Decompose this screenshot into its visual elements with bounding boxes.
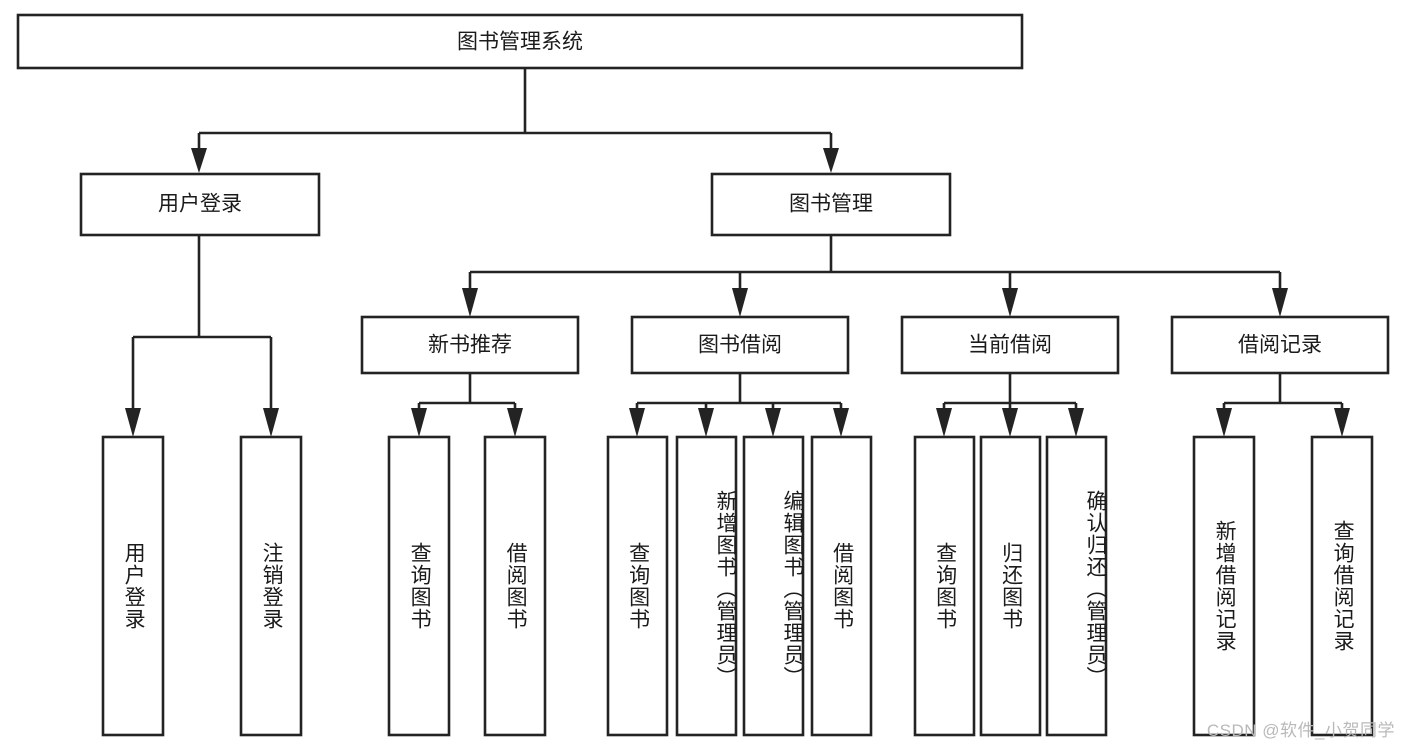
node-root[interactable]: 图书管理系统	[16, 13, 1024, 70]
leaf-box-user-login-1[interactable]	[101, 435, 165, 737]
arrow-book-borrow-leaf2-icon	[698, 408, 714, 437]
node-current-borrow-box[interactable]	[900, 315, 1120, 375]
arrow-new-book-leaf2-icon	[507, 408, 523, 437]
node-book-borrow-label: 图书借阅	[698, 334, 782, 357]
node-new-book-recommend[interactable]: 新书推荐	[360, 315, 580, 375]
node-new-book-recommend-box[interactable]	[360, 315, 580, 375]
arrow-new-book-leaf1-icon	[411, 408, 427, 437]
arrow-to-book-manage-icon	[823, 148, 839, 173]
arrow-current-borrow-leaf1-icon	[936, 408, 952, 437]
leaf-box-book-borrow-2[interactable]	[675, 435, 738, 737]
connector-user-login-to-leaves	[125, 235, 279, 437]
node-user-login-box[interactable]	[79, 172, 321, 237]
connector-current-borrow-to-leaves	[936, 373, 1084, 437]
arrow-borrow-record-leaf1-icon	[1216, 408, 1232, 437]
leaf-box-current-borrow-3[interactable]	[1045, 435, 1108, 737]
leaf-box-current-borrow-2[interactable]	[979, 435, 1042, 737]
node-book-manage-box[interactable]	[710, 172, 952, 237]
node-current-borrow-label: 当前借阅	[968, 334, 1052, 357]
arrow-book-borrow-leaf3-icon	[765, 408, 781, 437]
arrow-to-user-login-icon	[191, 148, 207, 173]
csdn-watermark: CSDN @软件_小贺同学	[1206, 721, 1395, 740]
arrow-to-new-book-icon	[462, 288, 478, 317]
node-borrow-record[interactable]: 借阅记录	[1170, 315, 1390, 375]
node-root-label: 图书管理系统	[457, 31, 583, 54]
leaf-box-current-borrow-1[interactable]	[913, 435, 976, 737]
leaf-box-borrow-record-2[interactable]	[1310, 435, 1374, 737]
node-user-login[interactable]: 用户登录	[79, 172, 321, 237]
connector-new-book-to-leaves	[411, 373, 523, 437]
leaf-box-book-borrow-4[interactable]	[810, 435, 873, 737]
arrow-book-borrow-leaf4-icon	[833, 408, 849, 437]
connector-book-manage-to-level3	[462, 235, 1288, 317]
arrow-to-current-borrow-icon	[1002, 288, 1018, 317]
node-borrow-record-label: 借阅记录	[1238, 334, 1322, 357]
node-book-borrow-box[interactable]	[630, 315, 850, 375]
node-root-box[interactable]	[16, 13, 1024, 70]
connector-borrow-record-to-leaves	[1216, 373, 1350, 437]
leaf-box-book-borrow-3[interactable]	[742, 435, 805, 737]
node-book-borrow[interactable]: 图书借阅	[630, 315, 850, 375]
arrow-borrow-record-leaf2-icon	[1334, 408, 1350, 437]
node-borrow-record-box[interactable]	[1170, 315, 1390, 375]
leaf-box-new-book-2[interactable]	[483, 435, 547, 737]
connector-root-to-level2	[191, 68, 839, 173]
arrow-user-login-leaf1-icon	[125, 408, 141, 437]
arrow-to-borrow-record-icon	[1272, 288, 1288, 317]
arrow-to-book-borrow-icon	[732, 288, 748, 317]
arrow-current-borrow-leaf3-icon	[1068, 408, 1084, 437]
node-book-manage-label: 图书管理	[789, 193, 873, 216]
node-book-manage[interactable]: 图书管理	[710, 172, 952, 237]
leaf-box-book-borrow-1[interactable]	[606, 435, 669, 737]
leaf-box-user-login-2[interactable]	[239, 435, 303, 737]
node-current-borrow[interactable]: 当前借阅	[900, 315, 1120, 375]
leaf-box-new-book-1[interactable]	[387, 435, 451, 737]
node-user-login-label: 用户登录	[158, 193, 242, 216]
node-new-book-recommend-label: 新书推荐	[428, 334, 512, 357]
arrow-current-borrow-leaf2-icon	[1002, 408, 1018, 437]
leaf-box-borrow-record-1[interactable]	[1192, 435, 1256, 737]
arrow-user-login-leaf2-icon	[263, 408, 279, 437]
connector-book-borrow-to-leaves	[629, 373, 849, 437]
arrow-book-borrow-leaf1-icon	[629, 408, 645, 437]
